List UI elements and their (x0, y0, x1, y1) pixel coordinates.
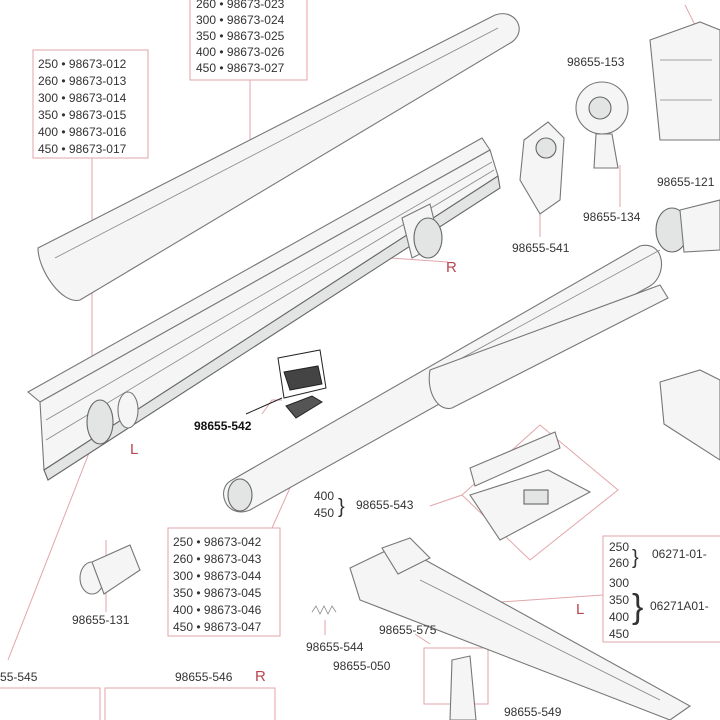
bracket-543-label: 400 450 } 98655-543 (314, 489, 414, 520)
svg-text:450: 450 (314, 506, 334, 520)
label-98655-542: 98655-542 (194, 419, 252, 433)
svg-text:300: 300 (609, 576, 629, 590)
svg-text:260: 260 (609, 556, 629, 570)
marker-l-left: L (130, 441, 138, 458)
main-roller-housing (27, 137, 501, 481)
curly-brace-icon: } (338, 496, 345, 518)
svg-text:260 • 98673-023: 260 • 98673-023 (196, 0, 285, 11)
end-plug-131 (79, 544, 141, 595)
label-98655-131: 98655-131 (72, 613, 130, 627)
label-98655-549: 98655-549 (504, 705, 562, 719)
label-98655-050: 98655-050 (333, 659, 391, 673)
top-size-table: 260 • 98673-023 300 • 98673-024 350 • 98… (196, 0, 285, 75)
left-size-table: 250 • 98673-012 260 • 98673-013 300 • 98… (38, 57, 127, 156)
label-98655-575: 98655-575 (379, 623, 437, 637)
svg-text:400: 400 (314, 489, 334, 503)
curly-brace-icon: } (632, 547, 639, 569)
svg-text:06271-01-: 06271-01- (652, 547, 707, 561)
svg-text:350 • 98673-025: 350 • 98673-025 (196, 29, 285, 43)
support-arm (349, 537, 692, 720)
svg-text:400: 400 (609, 610, 629, 624)
label-98655-121: 98655-121 (657, 175, 715, 189)
arm-bracket-right (659, 369, 720, 461)
svg-text:450 • 98673-047: 450 • 98673-047 (173, 620, 262, 634)
svg-text:450 • 98673-027: 450 • 98673-027 (196, 61, 285, 75)
part-number-labels: 98655-153 98655-134 98655-121 98655-541 … (0, 55, 715, 719)
right-size-box: 250 260 } 06271-01- 300 350 400 450 } 06… (609, 540, 709, 641)
svg-text:400 • 98673-046: 400 • 98673-046 (173, 603, 262, 617)
svg-text:350 • 98673-045: 350 • 98673-045 (173, 586, 262, 600)
label-98655-134: 98655-134 (583, 210, 641, 224)
spring-544 (311, 605, 337, 615)
end-cap-541 (519, 121, 565, 215)
label-98655-545: 98655-545 (0, 670, 38, 684)
svg-text:250: 250 (609, 540, 629, 554)
marker-r-bottom: R (255, 668, 266, 685)
svg-text:260 • 98673-013: 260 • 98673-013 (38, 74, 127, 88)
marker-l-right: L (576, 601, 584, 618)
label-98655-541: 98655-541 (512, 241, 570, 255)
svg-text:260 • 98673-043: 260 • 98673-043 (173, 552, 262, 566)
crank-housing (649, 21, 720, 141)
svg-text:450 • 98673-017: 450 • 98673-017 (38, 142, 127, 156)
svg-text:350 • 98673-015: 350 • 98673-015 (38, 108, 127, 122)
marker-r-top: R (446, 259, 457, 276)
roller-tube (223, 244, 669, 513)
svg-text:400 • 98673-016: 400 • 98673-016 (38, 125, 127, 139)
svg-text:350: 350 (609, 593, 629, 607)
svg-text:400 • 98673-026: 400 • 98673-026 (196, 45, 285, 59)
bottom-size-table: 250 • 98673-042 260 • 98673-043 300 • 98… (173, 535, 262, 634)
curly-brace-icon: } (632, 588, 643, 626)
svg-text:300 • 98673-024: 300 • 98673-024 (196, 13, 285, 27)
label-98655-544: 98655-544 (306, 640, 364, 654)
part-542-highlight (245, 349, 327, 419)
gear-121 (655, 199, 720, 253)
svg-text:300 • 98673-014: 300 • 98673-014 (38, 91, 127, 105)
svg-text:450: 450 (609, 627, 629, 641)
svg-text:06271A01-: 06271A01- (650, 599, 709, 613)
knob-153 (575, 81, 629, 169)
label-98655-546: 98655-546 (175, 670, 233, 684)
bracket-543 (469, 431, 592, 541)
svg-text:250 • 98673-042: 250 • 98673-042 (173, 535, 262, 549)
label-98655-153: 98655-153 (567, 55, 625, 69)
svg-text:300 • 98673-044: 300 • 98673-044 (173, 569, 262, 583)
svg-text:98655-543: 98655-543 (356, 498, 414, 512)
top-cover-profile (37, 13, 520, 301)
svg-text:250 • 98673-012: 250 • 98673-012 (38, 57, 127, 71)
side-markers: R L L R (130, 259, 584, 685)
